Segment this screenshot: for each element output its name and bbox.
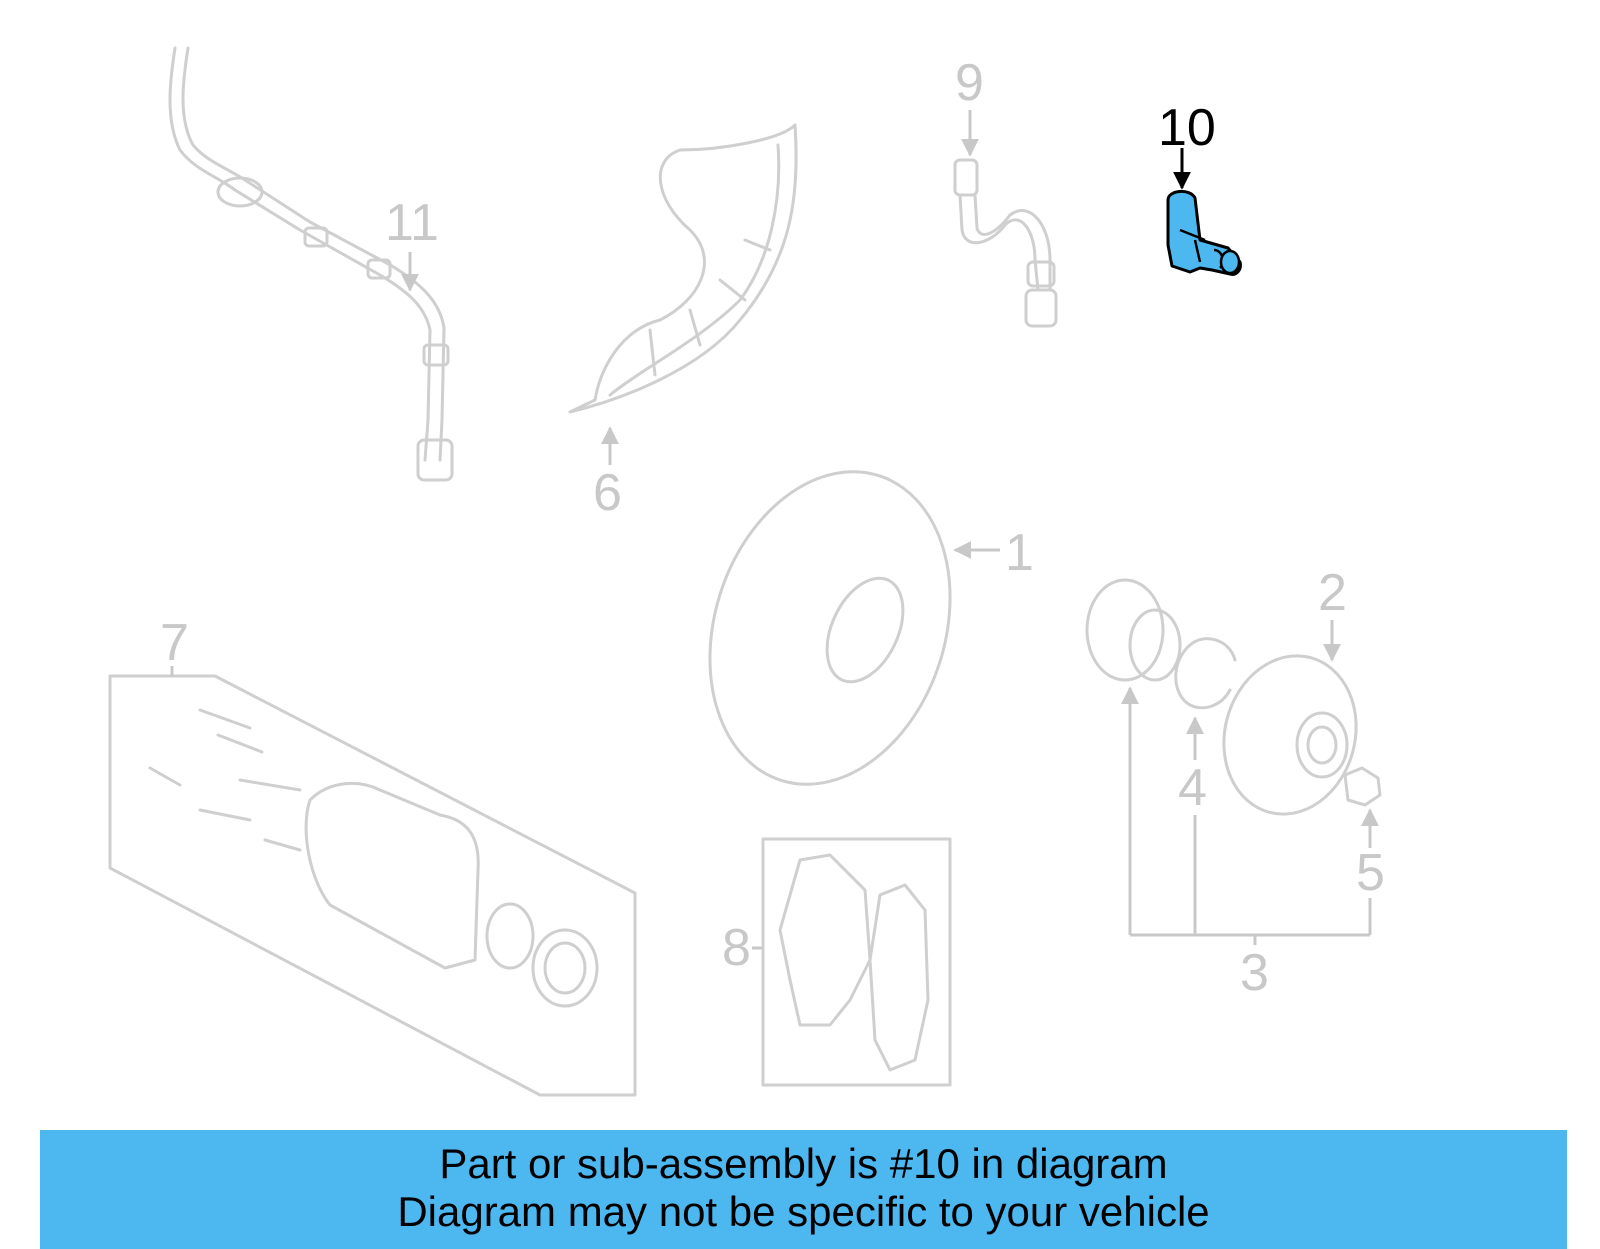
callout-label-7: 7 <box>160 614 189 672</box>
callout-label-8: 8 <box>722 919 751 977</box>
info-banner: Part or sub-assembly is #10 in diagram D… <box>40 1130 1567 1249</box>
callout-1: 1 <box>953 524 1034 582</box>
callout-label-9: 9 <box>955 54 984 112</box>
callout-label-11: 11 <box>385 194 439 252</box>
part-6-splash-shield <box>568 123 798 414</box>
part-11-abs-sensor-harness <box>168 46 454 482</box>
callout-2: 2 <box>1318 564 1347 662</box>
part-9-brake-hose <box>953 158 1058 328</box>
callout-label-3: 3 <box>1240 944 1269 1002</box>
callout-label-1: 1 <box>1005 524 1034 582</box>
part-3-bearing <box>1085 578 1182 682</box>
callout-label-10: 10 <box>1158 99 1216 157</box>
part-1-brake-rotor <box>708 470 952 786</box>
callout-11: 11 <box>385 194 439 292</box>
part-2-wheel-hub <box>1222 654 1358 816</box>
banner-line-1: Part or sub-assembly is #10 in diagram <box>439 1140 1168 1187</box>
callout-7: 7 <box>160 614 189 676</box>
callout-3-bracket: 3 <box>1121 686 1372 1002</box>
part-4-snap-ring <box>1174 637 1237 710</box>
callout-label-6: 6 <box>593 464 622 522</box>
callout-label-5: 5 <box>1356 844 1385 902</box>
callout-6: 6 <box>593 426 622 522</box>
part-7-caliper-assembly <box>108 674 637 1097</box>
callout-4: 4 <box>1178 716 1207 817</box>
callout-label-2: 2 <box>1318 564 1347 622</box>
callout-10: 10 <box>1158 99 1216 190</box>
callout-label-4: 4 <box>1178 759 1207 817</box>
callout-5: 5 <box>1356 808 1385 902</box>
callout-9: 9 <box>955 54 984 157</box>
part-5-hub-nut <box>1343 766 1382 807</box>
part-8-brake-pads <box>761 837 952 1087</box>
callout-8: 8 <box>722 919 763 977</box>
banner-line-2: Diagram may not be specific to your vehi… <box>397 1188 1210 1235</box>
part-10-wheel-speed-sensor[interactable] <box>1166 190 1242 276</box>
